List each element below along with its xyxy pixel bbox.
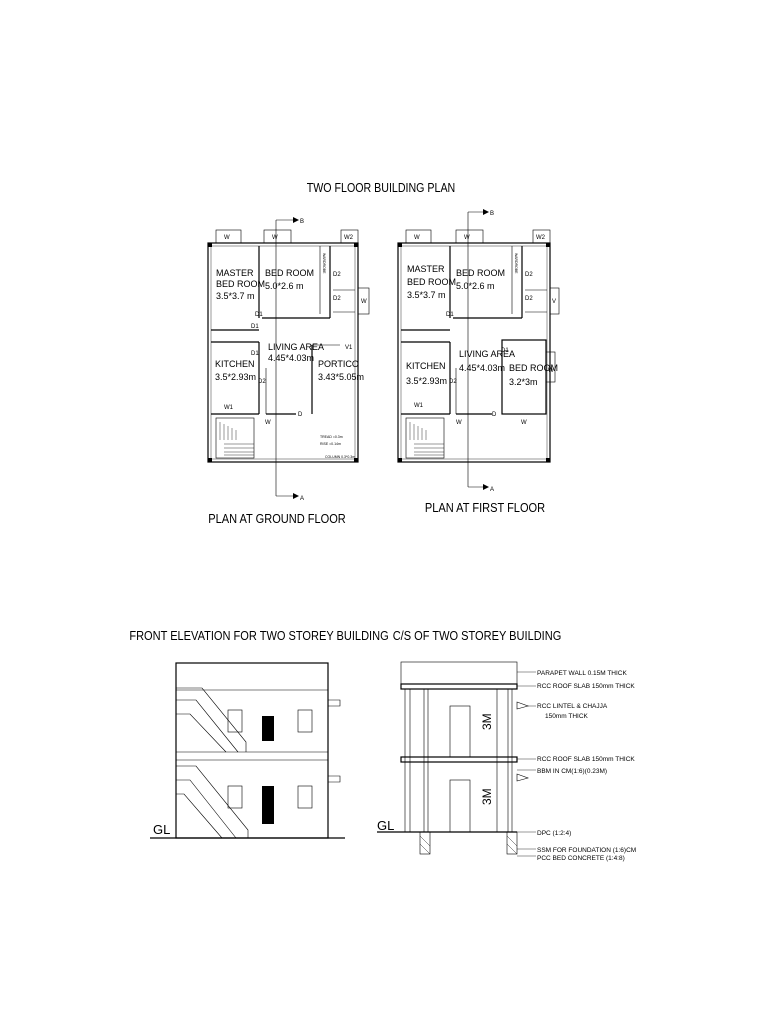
gf-portico-name: PORTICO: [318, 359, 359, 369]
ff-window-w-b1: W: [456, 420, 462, 426]
gf-door-d2a: D2: [333, 272, 341, 278]
label-lintel-thk: 150mm THICK: [545, 713, 589, 720]
ff-window-w2: W2: [536, 235, 546, 241]
label-dpc: DPC (1:2:4): [537, 830, 571, 837]
label-bbm: BBM IN CM(1:6)(0.23M): [537, 768, 607, 775]
gf-kitchen-name: KITCHEN: [215, 359, 255, 369]
elevation-gl: GL: [153, 822, 170, 837]
gf-door-d1a: D1: [255, 312, 263, 318]
gf-note-rise: RISE =0.14m: [320, 442, 341, 446]
label-parapet: PARAPET WALL 0.15M THICK: [537, 670, 627, 677]
section-mark-b: B: [300, 219, 304, 225]
ff-master-size: 3.5*3.7 m: [407, 290, 446, 300]
section-gl: GL: [377, 818, 394, 833]
ff-bed2-size: 3.2*3m: [509, 377, 538, 387]
gf-door-d: D: [298, 412, 303, 418]
ff-window-w-left: W: [414, 235, 420, 241]
ff-bed2-name: BED ROOM: [509, 363, 558, 373]
drawing-title: TWO FLOOR BUILDING PLAN: [307, 180, 456, 195]
gf-window-w1: W1: [224, 405, 234, 411]
gf-door-d1c: D1: [251, 351, 259, 357]
ff-window-w-side: W: [548, 368, 554, 374]
gf-portico-size: 3.43*5.05m: [318, 372, 364, 382]
label-pcc: PCC BED CONCRETE (1:4:8): [537, 855, 625, 862]
label-lintel: RCC LINTEL & CHAJJA: [537, 703, 608, 710]
ff-door-d1b: D1: [501, 348, 509, 354]
cross-section: C/S OF TWO STOREY BUILDING 3M 3M GL: [377, 628, 636, 862]
gf-note-column: COLUMN 0.3*0.3m: [325, 455, 355, 459]
ff-section-mark-b: B: [490, 211, 494, 217]
gf-bed-size: 5.0*2.6 m: [265, 281, 304, 291]
gf-window-v1: V1: [345, 345, 353, 351]
ff-window-v: V: [552, 299, 556, 305]
ff-door-d2a: D2: [525, 272, 533, 278]
ff-bed-name: BED ROOM: [456, 268, 505, 278]
gf-caption: PLAN AT GROUND FLOOR: [208, 511, 346, 526]
ff-kitchen-name: KITCHEN: [406, 361, 446, 371]
ff-window-w-b2: W: [521, 420, 527, 426]
label-ssm: SSM FOR FOUNDATION (1:6)CM: [537, 847, 636, 854]
gf-wardrobe: WARDROBE: [322, 253, 326, 274]
ff-wardrobe: WARDROBE: [514, 253, 518, 274]
gf-kitchen-size: 3.5*2.93m: [215, 372, 256, 382]
ff-door-d1a: D1: [446, 312, 454, 318]
section-mark-a: A: [300, 496, 304, 502]
gf-master-name2: BED ROOM: [216, 279, 265, 289]
gf-window-w-mid: W: [272, 235, 278, 241]
elevation-caption: FRONT ELEVATION FOR TWO STOREY BUILDING: [129, 628, 388, 643]
gf-door-d1b: D1: [251, 324, 259, 330]
ff-window-w1: W1: [414, 403, 424, 409]
section-caption: C/S OF TWO STOREY BUILDING: [393, 628, 562, 643]
ff-bed-size: 5.0*2.6 m: [456, 281, 495, 291]
gf-window-w-bottom: W: [265, 420, 271, 426]
gf-note-tread: TREAD =0.3m: [320, 435, 343, 439]
gf-window-w2: W2: [344, 235, 354, 241]
gf-master-name: MASTER: [216, 268, 254, 278]
ff-window-w-mid: W: [464, 235, 470, 241]
ff-living-size: 4.45*4.03m: [459, 363, 505, 373]
gf-living-size: 4.45*4.03m: [268, 353, 314, 363]
ff-master-name2: BED ROOM: [407, 277, 456, 287]
gf-bed-name: BED ROOM: [265, 268, 314, 278]
ground-floor-plan: B A W W W2 W W W1 V1 D1 D1 D1 D2 D2 D2 D…: [207, 217, 370, 526]
ff-door-d2b: D2: [525, 296, 533, 302]
ff-door-d2c: D2: [449, 379, 457, 385]
gf-window-w-right: W: [361, 299, 367, 305]
front-elevation: FRONT ELEVATION FOR TWO STOREY BUILDING …: [129, 628, 389, 839]
gf-master-size: 3.5*3.7 m: [216, 291, 255, 301]
ff-living-name: LIVING AREA: [459, 349, 515, 359]
first-floor-plan: B A W W W2 V W1 W W W D1 D1 D2 D2 D2 D M…: [397, 209, 560, 515]
gf-door-d2b: D2: [333, 296, 341, 302]
ff-caption: PLAN AT FIRST FLOOR: [425, 500, 545, 515]
section-height-lower: 3M: [480, 788, 494, 805]
gf-living-name: LIVING AREA: [268, 342, 324, 352]
ff-door-d: D: [492, 412, 497, 418]
ff-master-name: MASTER: [407, 264, 445, 274]
gf-window-w-left: W: [224, 235, 230, 241]
ff-section-mark-a: A: [490, 487, 494, 493]
label-roof-slab-mid: RCC ROOF SLAB 150mm THICK: [537, 756, 635, 763]
label-roof-slab-top: RCC ROOF SLAB 150mm THICK: [537, 683, 635, 690]
section-height-upper: 3M: [480, 713, 494, 730]
ff-kitchen-size: 3.5*2.93m: [406, 376, 447, 386]
gf-door-d2c: D2: [258, 379, 266, 385]
